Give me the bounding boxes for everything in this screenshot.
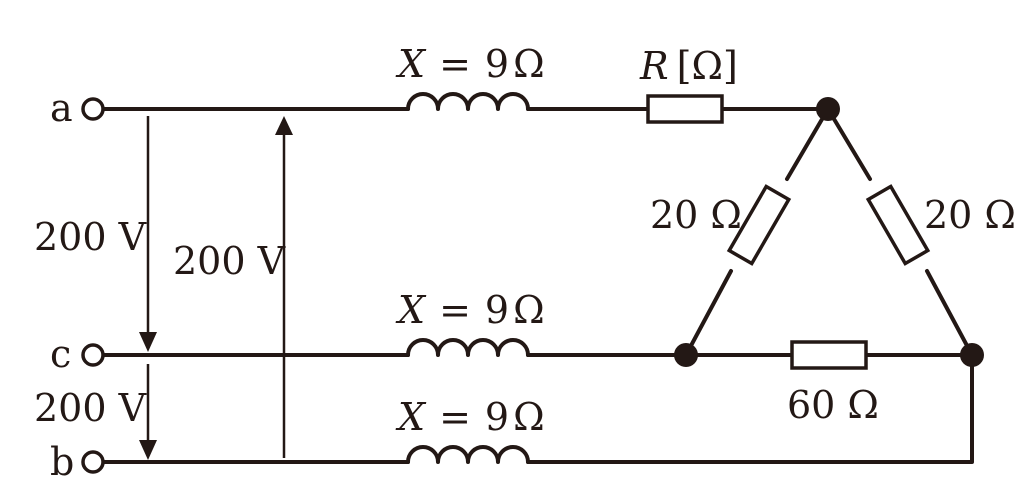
arrowhead-cb [139,440,157,460]
voltage-arrows [139,116,293,460]
wires [102,107,974,464]
inductor-a [406,92,530,111]
resistor-bottom-label: 60 Ω [787,383,879,427]
resistor-right-20 [865,184,931,266]
node-right [960,343,984,367]
junction-nodes [674,97,984,367]
terminal-b [81,450,105,474]
node-top [816,97,840,121]
resistor-left-20 [726,184,792,266]
inductors [406,92,530,464]
inductor-c [406,338,530,357]
arrowhead-ac [139,332,157,352]
resistors [646,94,931,370]
wire-delta-left [684,107,830,357]
resistor-right-label: 20 Ω [924,193,1016,237]
resistor-bottom-60 [790,340,868,370]
wire-b-line [102,353,974,464]
resistor-r-label: R[Ω] [639,44,738,88]
voltage-label-ac: 200 V [34,215,147,259]
terminal-a [81,97,105,121]
inductor-b [406,445,530,464]
resistor-left-label: 20 Ω [650,193,742,237]
terminal-label-c: c [50,332,71,376]
terminals: a c b [50,86,105,484]
terminal-c [81,343,105,367]
terminal-label-a: a [50,86,73,130]
voltage-label-ab: 200 V [173,239,286,283]
node-left [674,343,698,367]
voltage-label-cb: 200 V [34,386,147,430]
resistor-r [646,94,724,124]
wire-delta-right [826,107,974,357]
terminal-label-b: b [50,440,74,484]
arrowhead-ab [275,116,293,135]
